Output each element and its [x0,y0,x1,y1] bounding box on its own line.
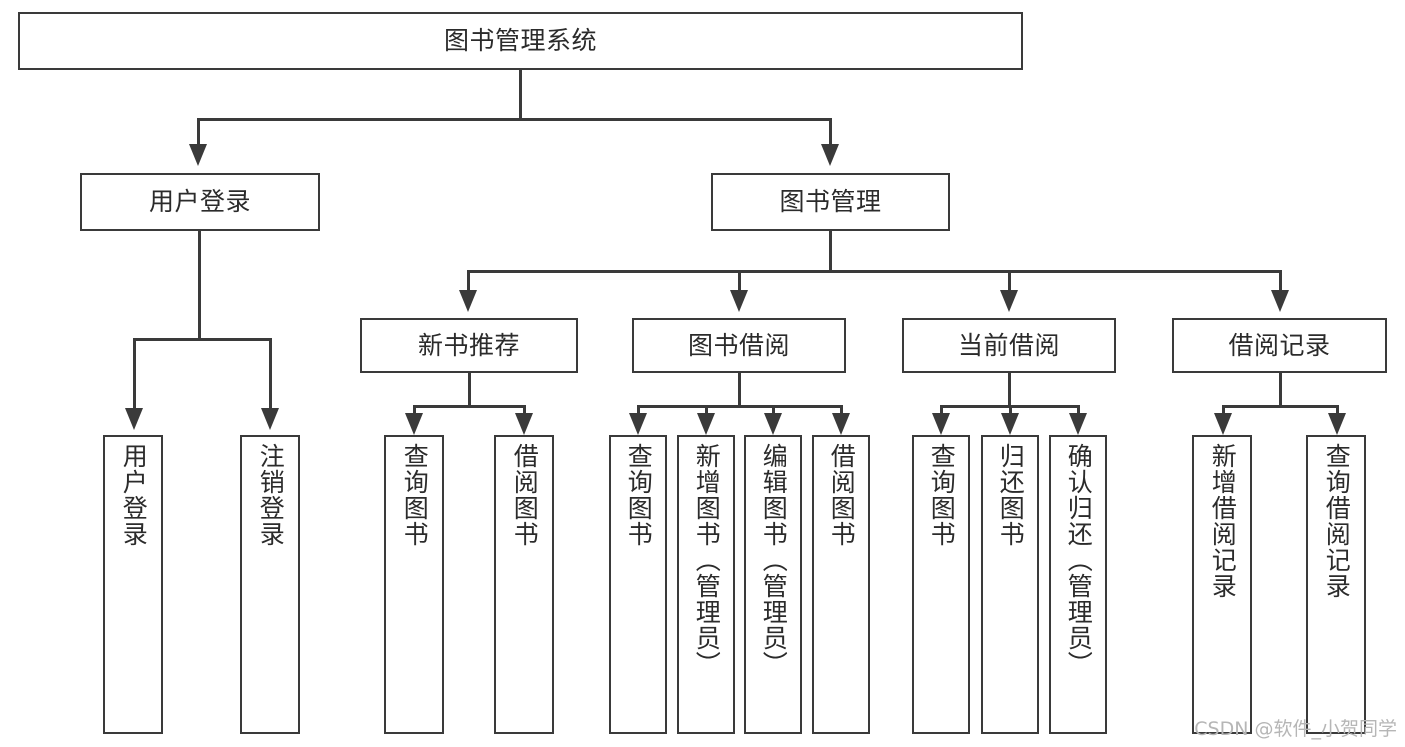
connector-book-management-bus [467,270,1279,273]
node-label: 查询图书 [624,443,654,547]
connector-new-book-drop-1 [523,405,526,417]
node-user-login[interactable]: 用户登录 [80,173,320,231]
node-label: 查询图书 [400,443,430,547]
leaf-query-borrow-record[interactable]: 查询借阅记录 [1306,435,1366,734]
node-new-book-recommend[interactable]: 新书推荐 [360,318,578,373]
connector-book-borrow-drop-2 [772,405,775,417]
arrow-head-icon [730,290,748,312]
connector-new-book-drop-0 [413,405,416,417]
arrow-head-icon [515,413,533,435]
node-label: 查询图书 [927,443,957,547]
connector-book-borrow-drop-1 [705,405,708,417]
leaf-edit-book-admin[interactable]: 编辑图书（管理员） [744,435,802,734]
connector-root-stem [519,70,522,120]
arrow-head-icon [821,144,839,166]
connector-borrow-record-drop-0 [1222,405,1225,417]
node-label: 当前借阅 [957,330,1060,360]
connector-book-borrow-drop-3 [840,405,843,417]
node-book-borrow[interactable]: 图书借阅 [632,318,846,373]
arrow-head-icon [1000,290,1018,312]
connector-user-login-bus [133,338,270,341]
node-label: 图书借阅 [687,330,790,360]
arrow-head-icon [125,408,143,430]
connector-book-management-stem [829,231,832,272]
arrow-head-icon [1001,413,1019,435]
connector-book-borrow-drop-0 [637,405,640,417]
watermark-text: CSDN @软件_小贺同学 [1194,718,1397,740]
node-label: 借阅记录 [1228,330,1331,360]
connector-new-book-bus [413,405,526,408]
arrow-head-icon [1214,413,1232,435]
arrow-head-icon [189,144,207,166]
leaf-new-book-borrow[interactable]: 借阅图书 [494,435,554,734]
node-label: 图书管理系统 [443,26,597,56]
node-label: 编辑图书（管理员） [759,443,789,677]
connector-book-borrow-stem [738,373,741,407]
connector-to-leaf-logout [269,338,272,410]
connector-root-to-user-login [197,118,200,146]
connector-current-borrow-stem [1008,373,1011,407]
node-root-system[interactable]: 图书管理系统 [18,12,1023,70]
leaf-add-book-admin[interactable]: 新增图书（管理员） [677,435,735,734]
node-label: 新书推荐 [417,330,520,360]
node-label: 注销登录 [256,443,286,547]
arrow-head-icon [1069,413,1087,435]
node-label: 查询借阅记录 [1322,443,1352,599]
connector-current-borrow-drop-0 [940,405,943,417]
arrow-head-icon [405,413,423,435]
leaf-confirm-return-admin[interactable]: 确认归还（管理员） [1049,435,1107,734]
node-label: 归还图书 [996,443,1026,547]
connector-borrow-record-bus [1222,405,1339,408]
arrow-head-icon [764,413,782,435]
connector-book-borrow-bus [637,405,841,408]
node-label: 确认归还（管理员） [1064,443,1094,677]
leaf-borrow-book[interactable]: 借阅图书 [812,435,870,734]
leaf-add-borrow-record[interactable]: 新增借阅记录 [1192,435,1252,734]
connector-root-to-book-manage [829,118,832,146]
node-label: 借阅图书 [510,443,540,547]
node-label: 图书管理 [779,187,882,217]
node-label: 新增借阅记录 [1208,443,1238,599]
connector-current-borrow-drop-1 [1009,405,1012,417]
connector-user-login-stem [198,231,201,340]
leaf-return-book[interactable]: 归还图书 [981,435,1039,734]
node-label: 借阅图书 [827,443,857,547]
connector-to-new-book [467,270,470,292]
node-label: 新增图书（管理员） [692,443,722,677]
connector-borrow-record-stem [1279,373,1282,407]
node-label: 用户登录 [119,443,149,547]
connector-to-leaf-user-login [133,338,136,410]
node-current-borrow[interactable]: 当前借阅 [902,318,1116,373]
connector-to-current-borrow [1008,270,1011,292]
connector-root-bus [197,118,832,121]
arrow-head-icon [629,413,647,435]
connector-to-borrow-record [1279,270,1282,292]
leaf-logout[interactable]: 注销登录 [240,435,300,734]
arrow-head-icon [261,408,279,430]
leaf-new-book-query[interactable]: 查询图书 [384,435,444,734]
arrow-head-icon [697,413,715,435]
arrow-head-icon [1328,413,1346,435]
node-book-management[interactable]: 图书管理 [711,173,950,231]
arrow-head-icon [459,290,477,312]
leaf-current-query-book[interactable]: 查询图书 [912,435,970,734]
arrow-head-icon [1271,290,1289,312]
connector-new-book-stem [468,373,471,407]
node-borrow-record[interactable]: 借阅记录 [1172,318,1387,373]
connector-borrow-record-drop-1 [1336,405,1339,417]
node-label: 用户登录 [148,187,251,217]
connector-to-book-borrow [738,270,741,292]
arrow-head-icon [832,413,850,435]
leaf-user-login[interactable]: 用户登录 [103,435,163,734]
arrow-head-icon [932,413,950,435]
connector-current-borrow-drop-2 [1077,405,1080,417]
leaf-borrow-query-book[interactable]: 查询图书 [609,435,667,734]
